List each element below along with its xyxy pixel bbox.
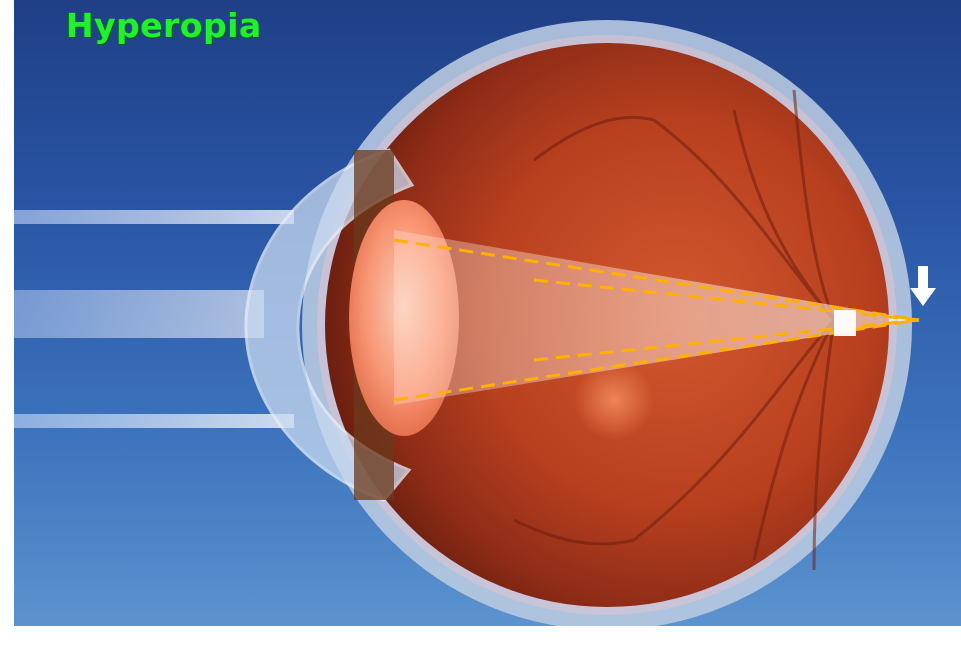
eye-illustration — [14, 0, 961, 626]
focal-point-arrow-icon — [910, 266, 936, 306]
incoming-ray-upper — [14, 210, 294, 224]
incoming-ray-lower — [14, 414, 294, 428]
hyperopia-diagram: Hyperopia — [14, 0, 961, 626]
retina-crossing — [834, 310, 856, 336]
incoming-ray-middle — [14, 290, 264, 338]
diagram-title: Hyperopia — [66, 6, 262, 45]
